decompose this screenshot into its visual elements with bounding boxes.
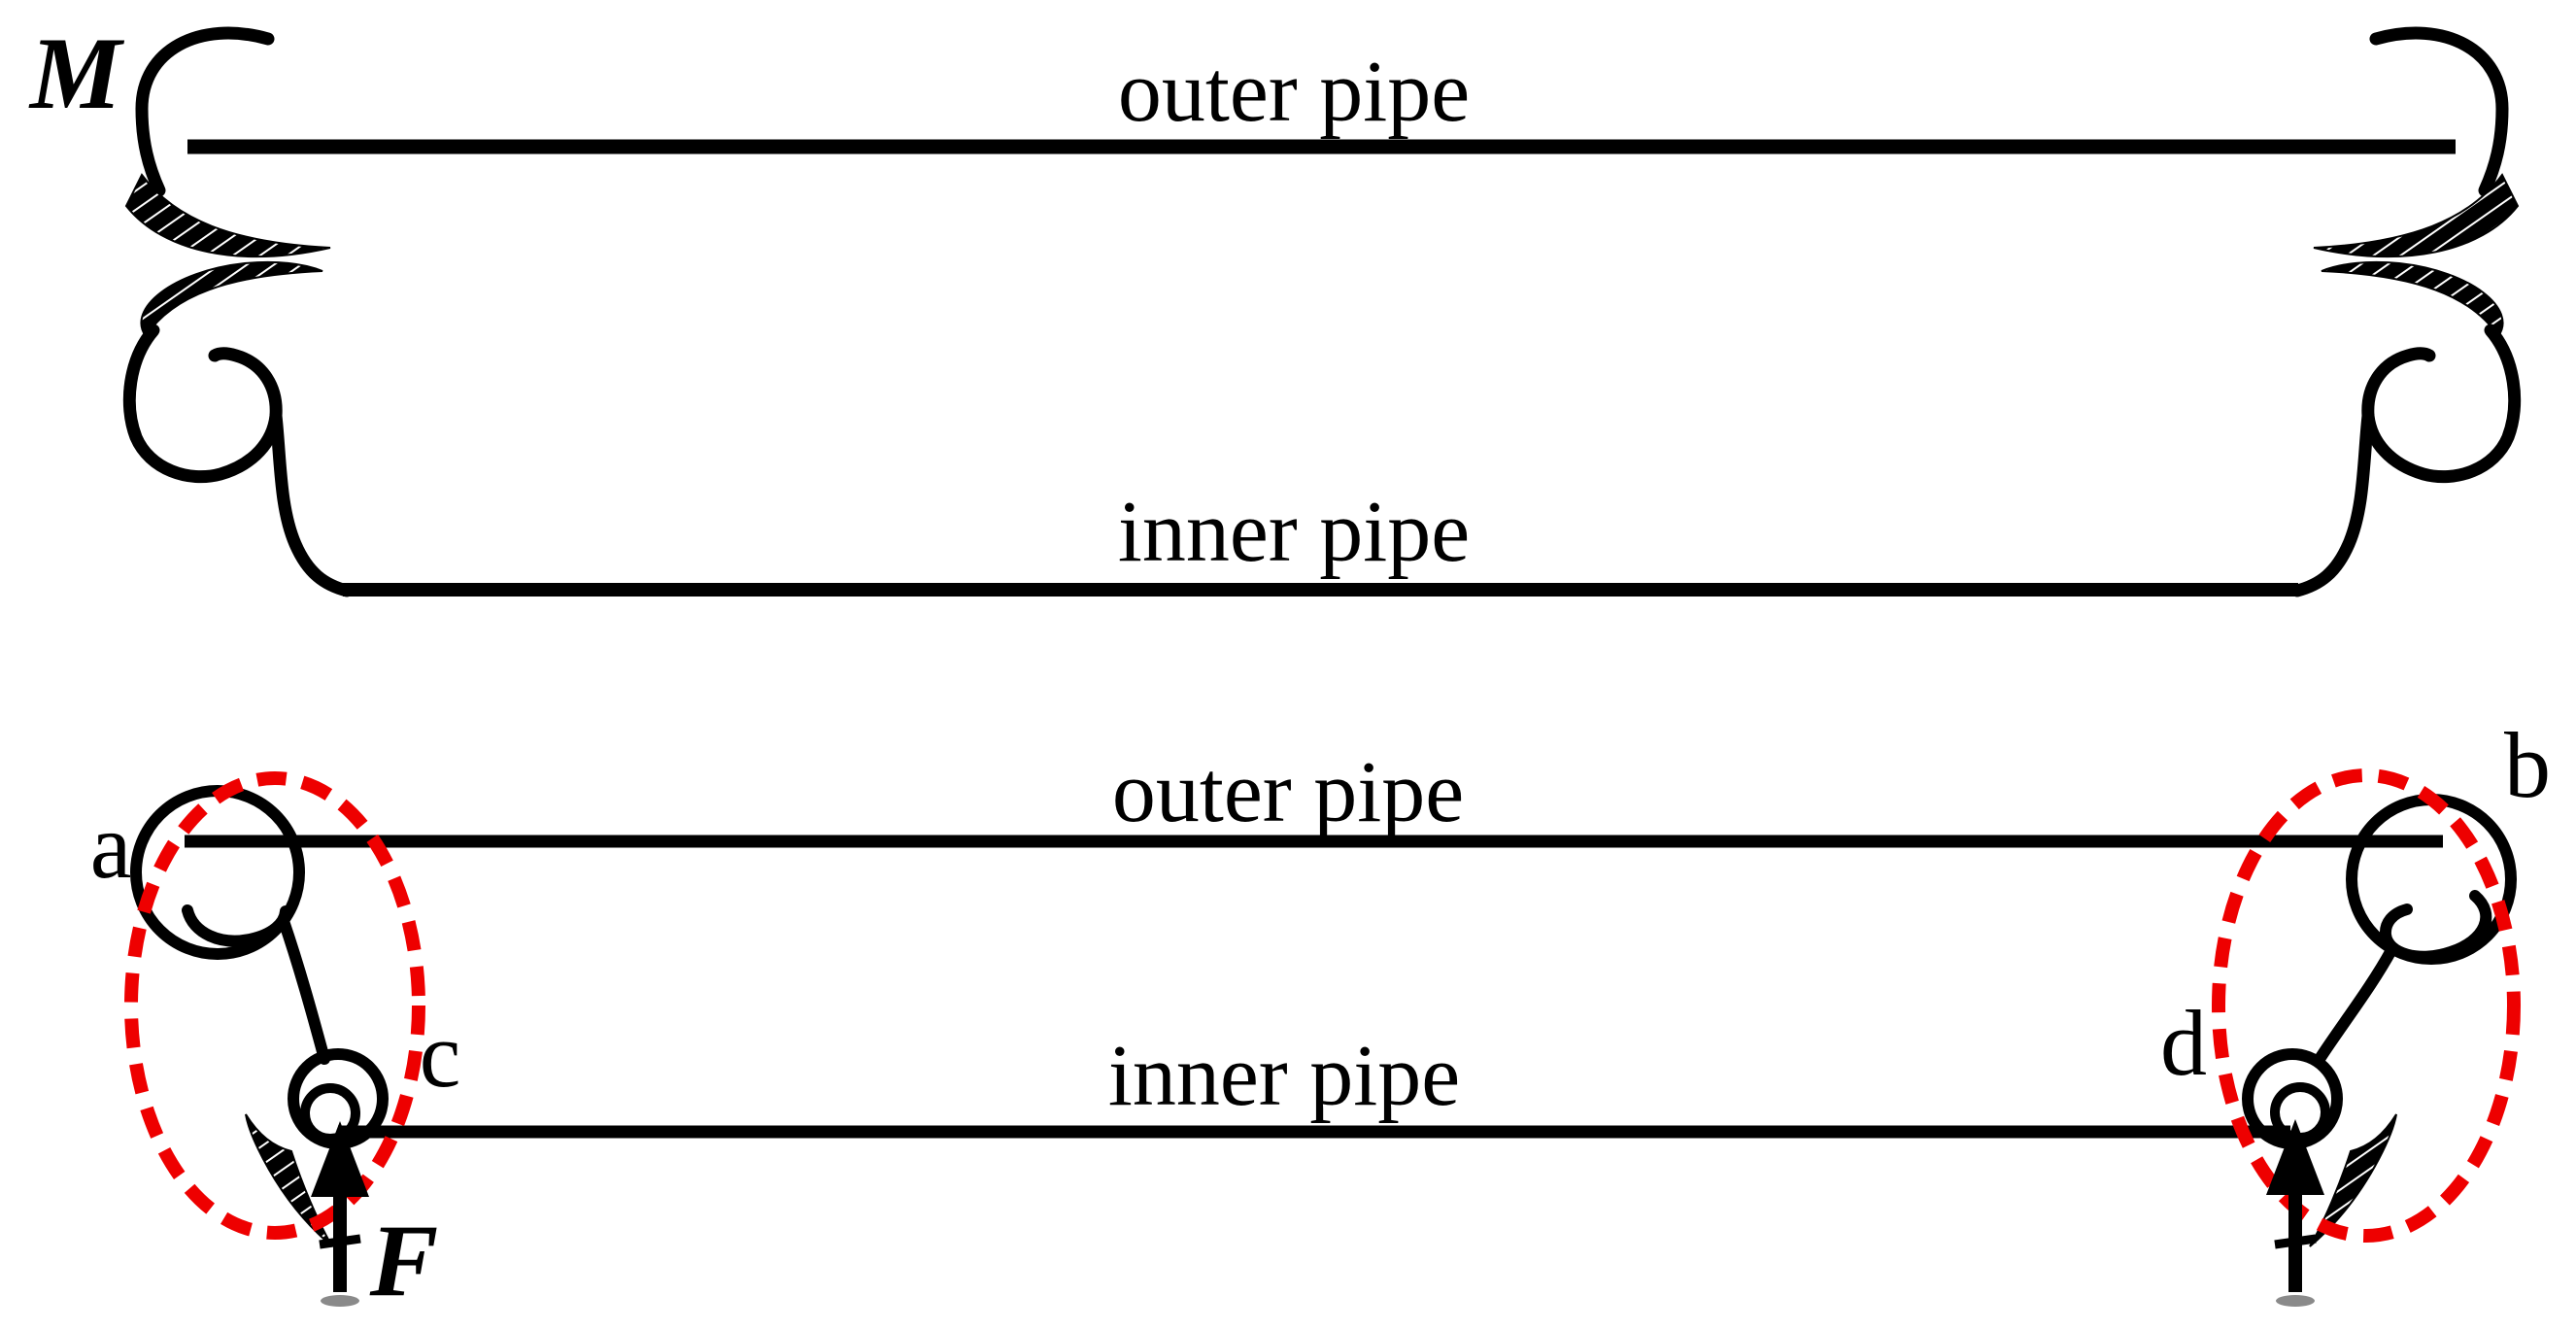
- twist-arrowhead-icon-left: [245, 1113, 333, 1247]
- weld-point-label-b: b: [2504, 713, 2551, 817]
- moment-arrowhead-icon-right-lower: [2321, 260, 2504, 338]
- weld-curl-b: [2379, 890, 2492, 963]
- moment-label: M: [28, 17, 125, 130]
- force-label: F: [369, 1204, 439, 1317]
- moment-arc-left-lower-tail: [269, 409, 354, 597]
- twist-arrowhead-icon-right: [2309, 1113, 2397, 1247]
- moment-arrowhead-icon-right-upper: [2313, 173, 2520, 258]
- weld-connector-left: [278, 915, 330, 1065]
- moment-arc-right-lower-tail: [2290, 409, 2375, 597]
- inner-pipe-label-top: inner pipe: [1118, 484, 1470, 580]
- weld-point-label-a: a: [90, 794, 132, 898]
- force-arrowhead-icon-left: [311, 1121, 369, 1197]
- force-arrow-smudge-left: [321, 1295, 359, 1307]
- moment-arc-right-lower-loop: [2361, 324, 2522, 484]
- weld-highlight-ellipse-right: [2212, 768, 2521, 1243]
- force-arrow-right: [2266, 1119, 2324, 1307]
- weld-curl-a: [182, 904, 291, 947]
- outer-pipe-label-bottom: outer pipe: [1112, 744, 1464, 840]
- weld-connector-right: [2314, 944, 2397, 1065]
- moment-arc-left-lower-loop: [122, 324, 283, 484]
- force-arrow-tick-right: [2274, 1234, 2317, 1249]
- moment-arc-left-upper: [135, 26, 275, 197]
- moment-arc-right-upper: [2369, 26, 2509, 197]
- weld-loop-c-inner: [300, 1083, 360, 1143]
- moment-arrowhead-icon-left-lower: [140, 260, 323, 338]
- outer-pipe-label-top: outer pipe: [1118, 44, 1470, 140]
- moment-arrowhead-icon-left-upper: [124, 173, 331, 258]
- force-arrow-smudge-right: [2276, 1295, 2315, 1307]
- weld-assembly-left: F: [124, 771, 439, 1317]
- weld-point-label-c: c: [420, 1003, 461, 1107]
- top-figure: M outer pipe inner pipe: [28, 17, 2522, 597]
- weld-assembly-right: [2212, 768, 2521, 1307]
- force-arrow-tick-left: [319, 1234, 361, 1249]
- moment-arrows-left: [122, 26, 354, 597]
- weld-point-label-d: d: [2160, 991, 2207, 1095]
- bottom-figure: outer pipe inner pipe a b c d F: [90, 713, 2551, 1317]
- inner-pipe-label-bottom: inner pipe: [1108, 1028, 1460, 1124]
- moment-arrows-right: [2290, 26, 2522, 597]
- weld-loop-d-inner: [2270, 1082, 2330, 1142]
- weld-highlight-ellipse-left: [124, 771, 425, 1240]
- force-arrowhead-icon-right: [2266, 1119, 2324, 1195]
- force-arrow-left: [311, 1121, 369, 1307]
